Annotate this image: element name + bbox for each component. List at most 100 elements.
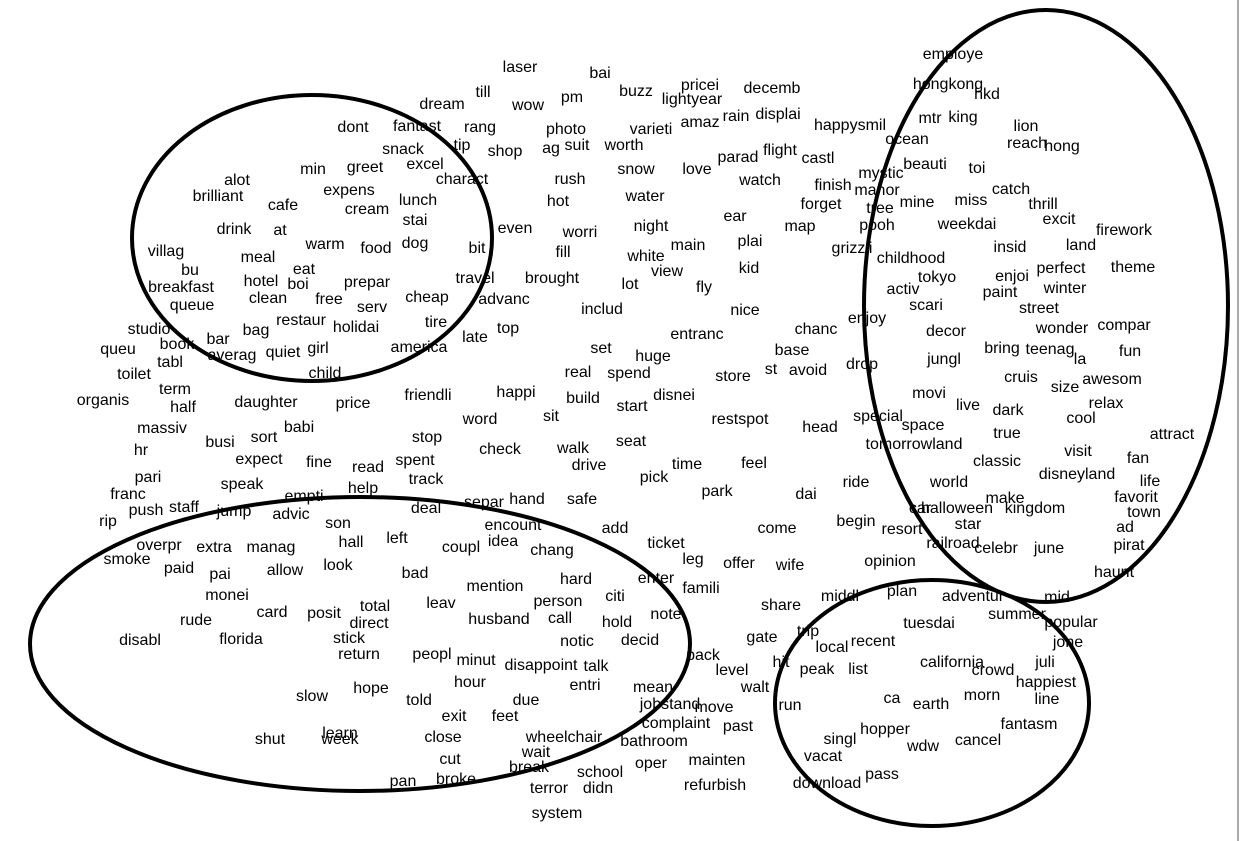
word-label: lot	[622, 276, 639, 293]
word-label: due	[513, 692, 540, 709]
word-label: parad	[718, 149, 759, 166]
word-label: stick	[333, 630, 366, 647]
word-label: didn	[583, 780, 613, 797]
word-label: paint	[983, 284, 1018, 301]
word-label: employe	[923, 46, 984, 63]
word-label: brought	[525, 270, 580, 287]
word-label: deal	[411, 500, 441, 517]
word-label: broke	[436, 771, 476, 788]
word-label: half	[170, 399, 196, 416]
word-label: bag	[243, 322, 270, 339]
word-label: movi	[912, 385, 946, 402]
word-label: feet	[492, 708, 519, 725]
word-label: water	[624, 188, 665, 205]
word-label: tree	[866, 200, 894, 217]
word-label: close	[424, 729, 461, 746]
word-label: stai	[403, 212, 428, 229]
word-label: kid	[739, 260, 759, 277]
word-label: expect	[235, 451, 283, 468]
word-label: total	[360, 598, 390, 615]
word-label: disabl	[119, 632, 161, 649]
word-label: entri	[569, 677, 600, 694]
word-label: cafe	[268, 197, 298, 214]
word-label: king	[948, 109, 977, 126]
word-label: download	[793, 775, 862, 792]
word-label: beauti	[903, 156, 947, 173]
word-label: paid	[164, 560, 194, 577]
word-label: dog	[402, 235, 429, 252]
word-label: hopper	[860, 721, 910, 738]
word-label: amaz	[680, 114, 719, 131]
word-label: reach	[1007, 135, 1047, 152]
word-label: travel	[455, 270, 494, 287]
word-label: advanc	[478, 291, 530, 308]
word-label: white	[626, 248, 664, 265]
cluster-ellipse-disneyland	[862, 8, 1230, 604]
word-label: bring	[984, 340, 1020, 357]
word-label: fly	[696, 279, 712, 296]
cluster-ellipses	[28, 8, 1230, 828]
word-label: franc	[110, 486, 146, 503]
word-label: firework	[1096, 222, 1153, 239]
word-label: villag	[148, 243, 184, 260]
word-label: friendli	[404, 387, 451, 404]
word-label: pm	[561, 89, 583, 106]
word-label: classic	[973, 453, 1021, 470]
word-label: bar	[206, 331, 230, 348]
word-label: land	[1066, 237, 1096, 254]
word-label: begin	[836, 513, 875, 530]
word-label: nice	[730, 302, 759, 319]
word-label: oper	[635, 755, 668, 772]
word-label: line	[1035, 691, 1060, 708]
word-label: boi	[287, 276, 308, 293]
word-label: price	[336, 395, 371, 412]
word-label: pooh	[859, 217, 895, 234]
word-label: push	[129, 502, 164, 519]
word-label: even	[498, 220, 533, 237]
word-label: singl	[824, 731, 857, 748]
word-label: special	[853, 408, 903, 425]
word-label: leav	[426, 595, 455, 612]
word-label: florida	[219, 631, 263, 648]
word-label: mid	[1044, 589, 1070, 606]
word-label: california	[920, 654, 984, 671]
word-label: dream	[419, 96, 464, 113]
word-label: cheap	[405, 289, 449, 306]
word-label: restspot	[712, 411, 769, 428]
word-label: morn	[964, 687, 1000, 704]
word-label: tuesdai	[903, 615, 955, 632]
word-label: mention	[467, 578, 524, 595]
word-label: child	[309, 365, 342, 382]
word-label: check	[479, 441, 522, 458]
word-label: middl	[821, 588, 859, 605]
word-label: enter	[638, 570, 675, 587]
word-label: leg	[682, 551, 703, 568]
word-label: grizzli	[832, 240, 873, 257]
word-label: mystic	[858, 165, 903, 182]
word-label: read	[352, 459, 384, 476]
word-label: time	[672, 456, 702, 473]
word-label: return	[338, 646, 380, 663]
word-label: castl	[802, 150, 835, 167]
word-label: son	[325, 515, 351, 532]
word-label: happi	[496, 384, 535, 401]
word-label: food	[360, 240, 391, 257]
word-label: sort	[251, 429, 278, 446]
word-label: june	[1033, 540, 1064, 557]
word-label: earth	[913, 696, 949, 713]
word-label: rude	[180, 612, 212, 629]
word-label: rang	[464, 119, 496, 136]
word-label: love	[682, 161, 711, 178]
word-label: disnei	[653, 387, 695, 404]
word-label: quiet	[266, 344, 301, 361]
word-label: talk	[584, 658, 610, 675]
word-label: compar	[1097, 317, 1151, 334]
word-label: shut	[255, 731, 286, 748]
word-label: left	[386, 530, 408, 547]
word-label: till	[475, 84, 490, 101]
word-label: wheelchair	[525, 729, 603, 746]
word-label: track	[409, 471, 445, 488]
word-label: direct	[349, 615, 389, 632]
word-label: rush	[554, 171, 585, 188]
word-label: awesom	[1082, 371, 1142, 388]
